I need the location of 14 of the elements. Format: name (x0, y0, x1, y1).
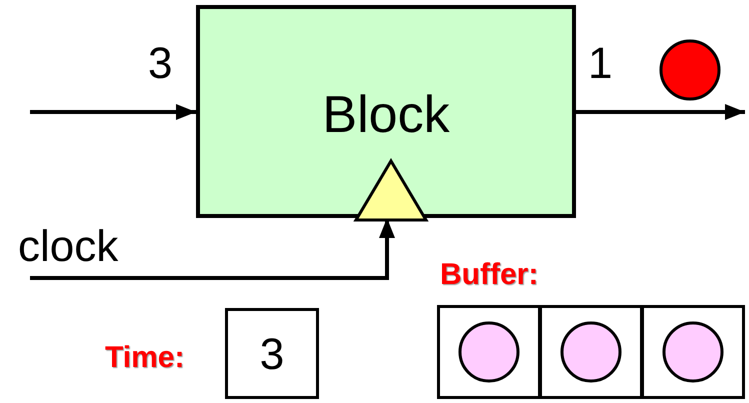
arrow (30, 104, 196, 120)
block-label: Block (321, 89, 451, 141)
buffer-slot (539, 305, 643, 399)
edge-label: 1 (588, 42, 612, 86)
time-value: 3 (258, 333, 286, 377)
time-box (225, 308, 319, 399)
buffer-label: Buffer: (440, 260, 538, 290)
arrow (576, 104, 745, 120)
edge-label: 3 (148, 42, 172, 86)
buffer-slot (437, 305, 541, 399)
buffer-slot (641, 305, 745, 399)
time-label: Time: (105, 343, 184, 373)
clock-input-triangle (354, 159, 428, 222)
edge-label: clock (18, 225, 118, 269)
